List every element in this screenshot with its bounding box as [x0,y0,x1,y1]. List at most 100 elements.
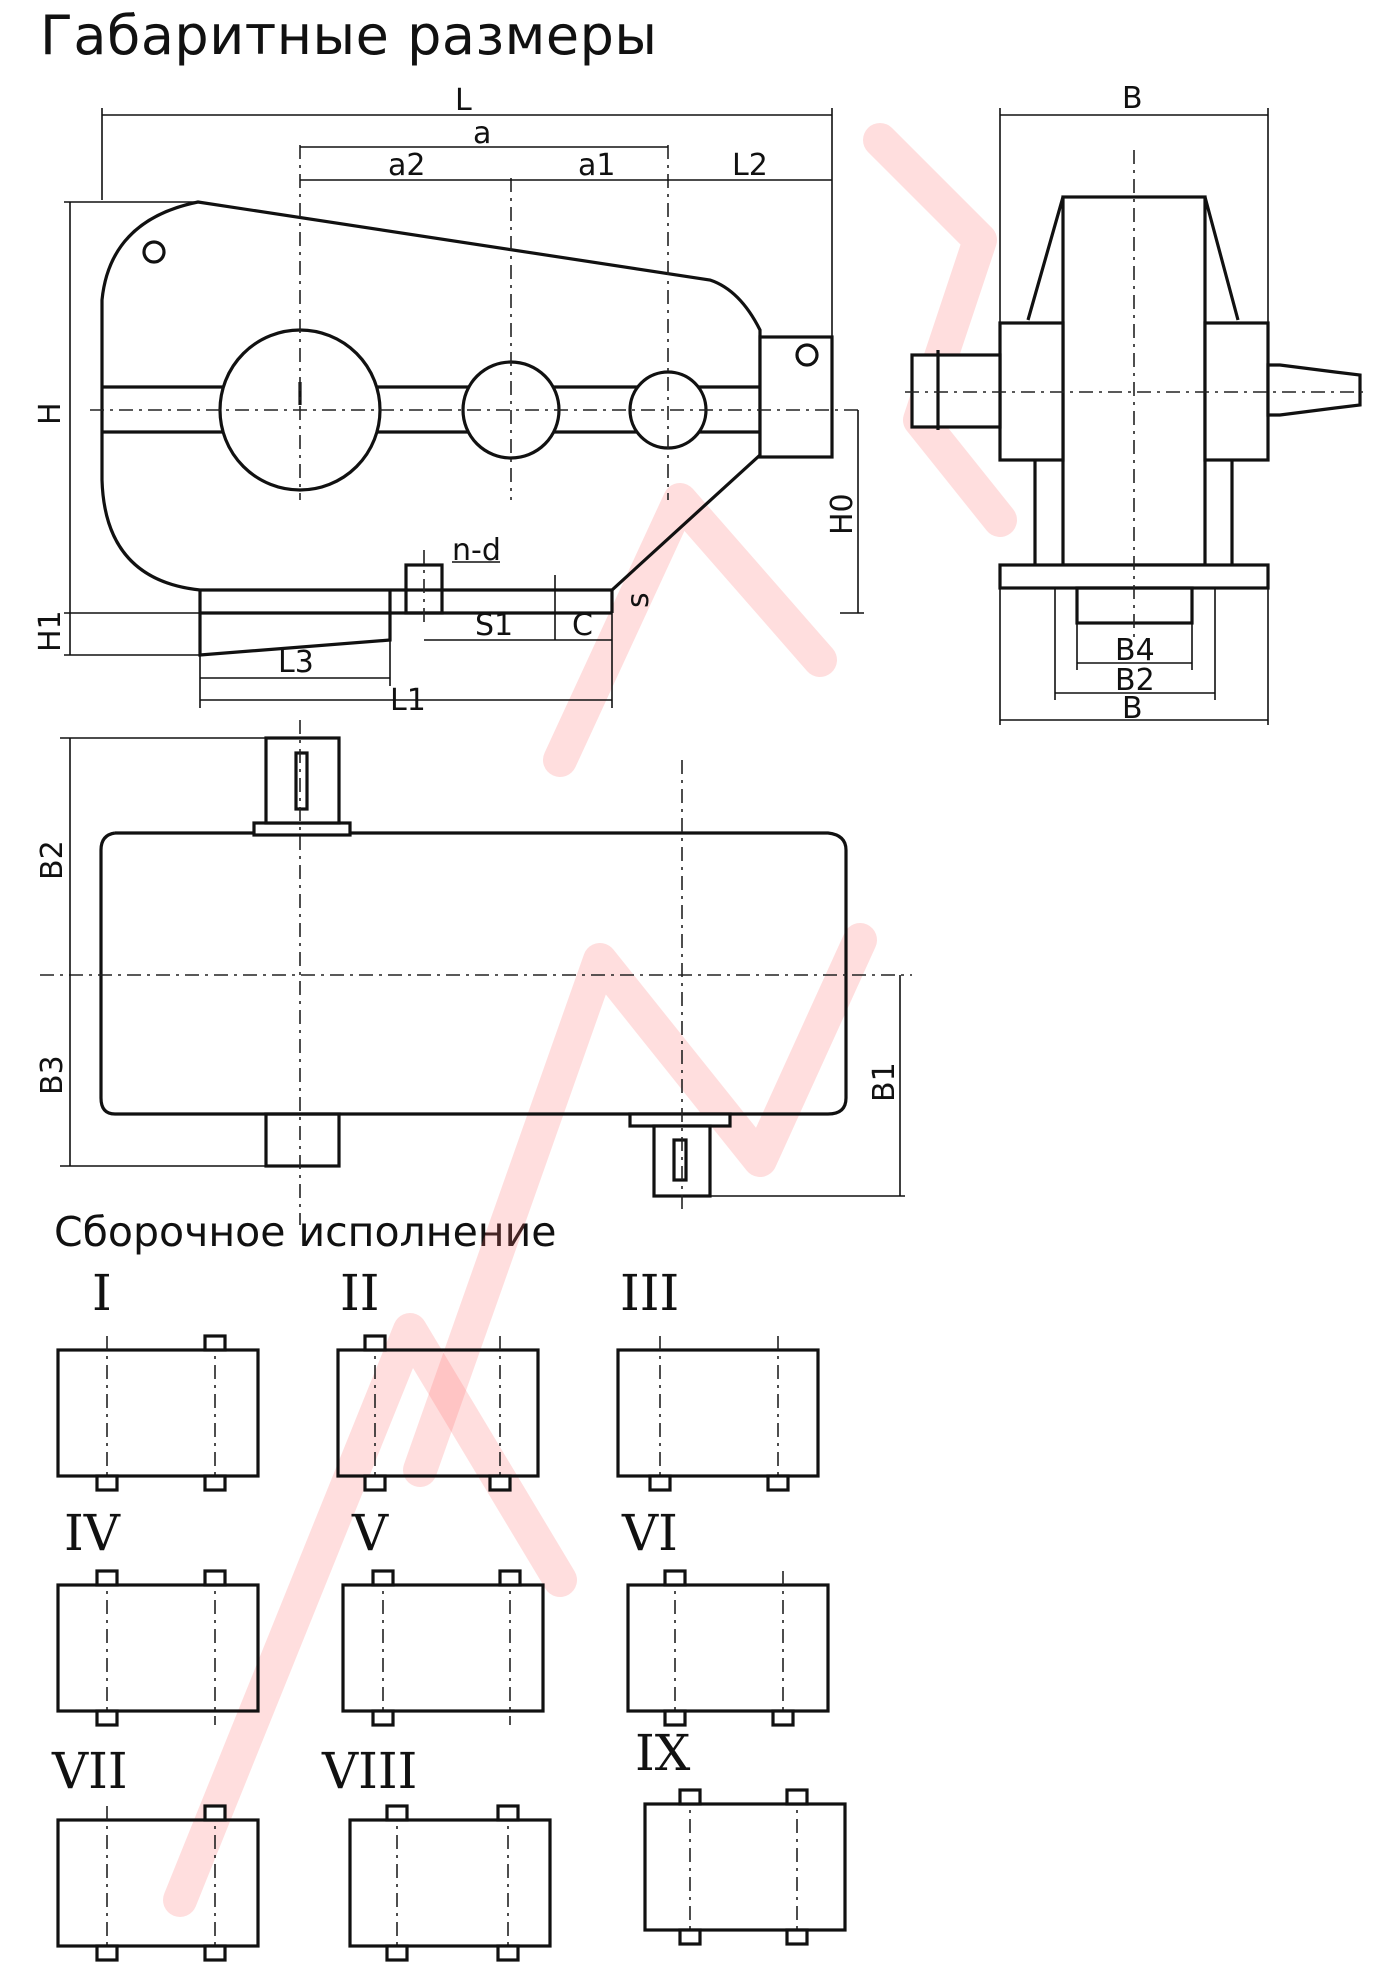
variant-housing [626,1583,830,1713]
variant-shaft-bottom [95,1944,119,1962]
lifting-hole [142,240,166,264]
cap-hole [795,343,819,367]
variant-label: III [620,1264,679,1322]
assembly-title: Сборочное исполнение [54,1208,557,1256]
variant-housing [616,1348,820,1478]
dim-B2-side: B2 [1115,663,1155,698]
variant-shaft-bottom [203,1944,227,1962]
dim-B1: B1 [867,1062,902,1102]
bottom-shaft-flange [628,1112,732,1128]
top-shaft-flange [252,821,352,837]
variant-label: VI [621,1504,678,1562]
side-input-shaft [910,353,1002,429]
variant-shaft-bottom [385,1944,409,1962]
variant-label: VIII [321,1742,417,1800]
variant-label: IX [635,1724,691,1782]
variant-shaft-top [678,1788,702,1806]
variant-shaft-top [203,1569,227,1587]
variant-label: IV [64,1504,121,1562]
dim-L1: L1 [390,683,426,718]
variant-shaft-top [785,1788,809,1806]
variant-shaft-top [663,1569,687,1587]
variant-shaft-top [95,1569,119,1587]
variant-shaft-top [385,1804,409,1822]
variant-shaft-bottom [488,1474,512,1492]
variant-shaft-bottom [648,1474,672,1492]
variant-housing [341,1583,545,1713]
front-view: L a a2 a1 L2 H H0 H1 n-d S1 C s L3 L1 [33,83,864,718]
dim-B-top: B [1122,81,1143,116]
assembly-variant: II [336,1264,540,1492]
variant-housing [56,1348,260,1478]
variant-shaft-top [203,1334,227,1352]
bottom-shaft-key [672,1138,688,1182]
variant-housing [336,1348,540,1478]
bottom-output-shaft [652,1124,712,1198]
front-dimensions [64,108,864,708]
variant-housing [56,1818,260,1948]
dim-H1: H1 [33,610,68,652]
top-shaft-bottom [264,1112,341,1168]
variant-label: V [351,1504,389,1562]
variant-shaft-bottom [678,1928,702,1946]
variant-shaft-bottom [496,1944,520,1962]
assembly-variant: V [341,1504,545,1727]
variant-shaft-bottom [771,1709,795,1727]
dim-L: L [455,83,472,118]
dim-L2: L2 [732,148,768,183]
variant-housing [348,1818,552,1948]
assembly-variant: I [56,1264,260,1492]
variant-label: VII [51,1742,128,1800]
dim-a2: a2 [388,148,425,183]
housing-outline [100,200,762,592]
side-dimensions [999,108,1269,725]
dim-s: s [621,592,656,608]
top-dimensions [60,737,905,1197]
variant-shaft-bottom [95,1709,119,1727]
side-view: B B4 B2 B [905,81,1365,726]
side-ribs [1026,196,1240,321]
variant-shaft-top [496,1804,520,1822]
dim-B3: B3 [35,1055,70,1095]
variant-shaft-bottom [766,1474,790,1492]
variant-housing [56,1583,260,1713]
variant-label: I [92,1264,112,1322]
variant-shaft-bottom [785,1928,809,1946]
top-view: B2 B3 B1 [35,720,912,1225]
assembly-variant: VII [51,1742,260,1962]
dim-C: C [572,608,593,643]
variant-shaft-bottom [95,1474,119,1492]
variant-shaft-bottom [363,1474,387,1492]
dim-B2-top: B2 [35,840,70,880]
top-shaft-key [294,751,309,811]
assembly-variant: VI [621,1504,830,1727]
dim-a: a [473,116,491,151]
variant-shaft-top [371,1569,395,1587]
variant-housing [643,1802,847,1932]
dim-a1: a1 [578,148,615,183]
dim-nd: n-d [452,533,501,568]
assembly-variant: VIII [321,1742,552,1962]
variant-shaft-top [203,1804,227,1822]
dim-B-bottom: B [1122,691,1143,726]
top-outline-right [115,831,848,1098]
base-foot [198,590,392,657]
variant-label: II [340,1264,380,1322]
assembly-variant: IV [56,1504,260,1727]
dim-S1: S1 [475,608,513,643]
side-output-shaft [1266,363,1362,417]
dim-B4: B4 [1115,633,1155,668]
assembly-variant: III [616,1264,820,1492]
top-outline-left [99,831,848,1116]
dim-H0: H0 [825,493,860,535]
dimensions-title: Габаритные размеры [40,4,658,67]
variant-shaft-bottom [371,1709,395,1727]
variant-shaft-top [363,1334,387,1352]
variant-shaft-bottom [663,1709,687,1727]
dim-H: H [33,402,68,425]
variant-shaft-top [498,1569,522,1587]
assembly-variant: IX [635,1724,847,1946]
